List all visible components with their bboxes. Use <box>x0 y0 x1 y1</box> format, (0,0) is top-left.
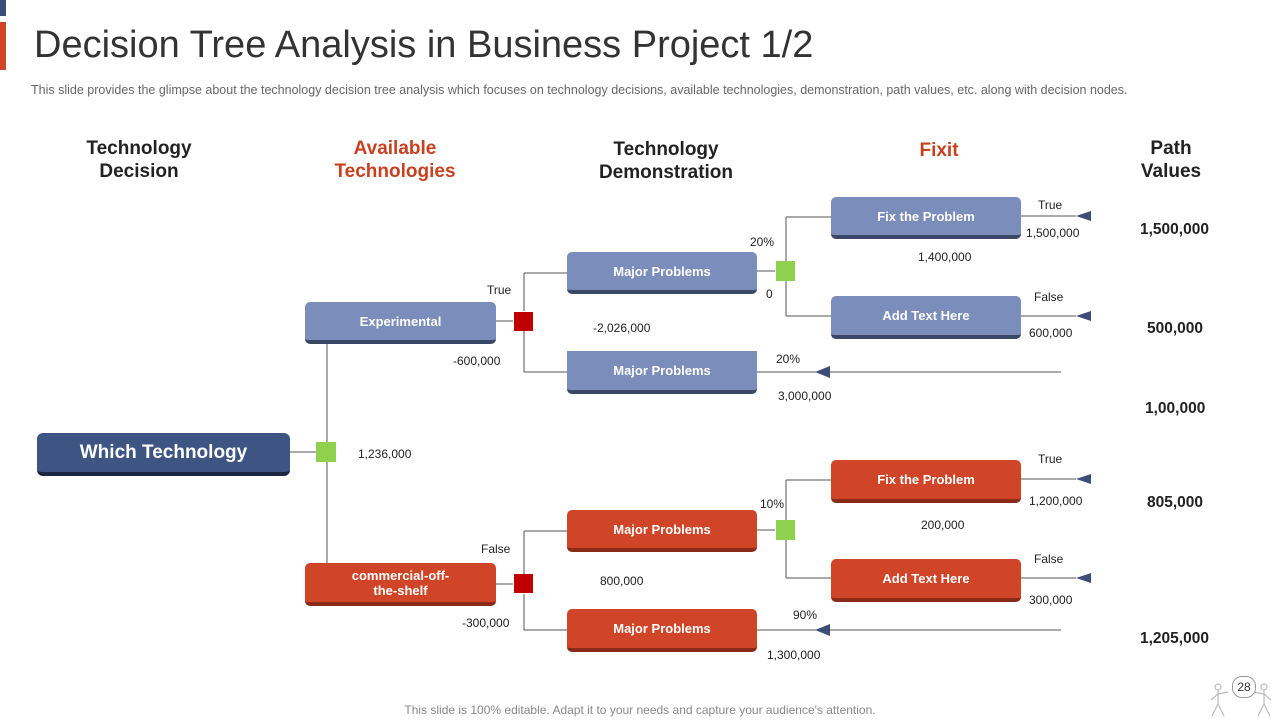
lower-probability-label: 10% <box>760 497 785 511</box>
mp4-value-label: 1,300,000 <box>767 648 821 662</box>
terminal-triangle-6 <box>815 624 830 636</box>
path-value-2: 500,000 <box>1147 320 1204 337</box>
chance-node-root <box>316 442 336 462</box>
major-problems-node-2[interactable]: Major Problems <box>567 351 757 394</box>
mp4-probability-label: 90% <box>793 608 818 622</box>
fix2-true-label: True <box>1038 452 1063 466</box>
add-text-here-node-1[interactable]: Add Text Here <box>831 296 1021 339</box>
experimental-chance-value-label: -2,026,000 <box>593 321 651 335</box>
path-value-1: 1,500,000 <box>1140 221 1209 238</box>
fix2-value-label: 1,200,000 <box>1029 494 1083 508</box>
terminal-triangle-1 <box>1076 211 1091 221</box>
path-value-3: 1,00,000 <box>1145 400 1206 417</box>
upper-zero-label: 0 <box>766 287 773 301</box>
experimental-node[interactable]: Experimental <box>305 302 496 344</box>
header-technology-demonstration: Technology Demonstration <box>598 139 734 183</box>
major-problems-node-4[interactable]: Major Problems <box>567 609 757 652</box>
page-title: Decision Tree Analysis in Business Proje… <box>34 24 814 66</box>
header-fixit: Fixit <box>919 140 959 161</box>
add-text-here-node-2[interactable]: Add Text Here <box>831 559 1021 602</box>
decision-node-experimental <box>514 312 533 331</box>
terminal-triangle-2 <box>1076 311 1091 321</box>
path-value-4: 805,000 <box>1147 494 1204 511</box>
terminal-triangle-3 <box>1076 474 1091 484</box>
footer-note: This slide is 100% editable. Adapt it to… <box>404 703 876 717</box>
terminal-triangle-5 <box>815 366 830 378</box>
people-graphic-icon <box>1210 683 1272 717</box>
major-problems-node-3[interactable]: Major Problems <box>567 510 757 552</box>
commercial-false-label: False <box>481 542 511 556</box>
commercial-chance-value-label: 800,000 <box>600 574 644 588</box>
accent-bar-red <box>0 22 6 70</box>
page-subtitle: This slide provides the glimpse about th… <box>31 83 1128 97</box>
header-technology-decision: Technology Decision <box>86 138 192 182</box>
experimental-value-label: -600,000 <box>453 354 501 368</box>
upper-mid-value-label: 1,400,000 <box>918 250 972 264</box>
commercial-off-the-shelf-node[interactable]: commercial-off- the-shelf <box>305 563 496 606</box>
header-available-technologies: Available Technologies <box>334 138 456 182</box>
fix-the-problem-node-1[interactable]: Fix the Problem <box>831 197 1021 239</box>
add2-false-label: False <box>1034 552 1064 566</box>
chance-node-lower <box>776 520 795 540</box>
which-technology-node[interactable]: Which Technology <box>37 433 290 476</box>
fix-the-problem-node-2[interactable]: Fix the Problem <box>831 460 1021 503</box>
fix1-true-label: True <box>1038 198 1063 212</box>
mp2-probability-label: 20% <box>776 352 801 366</box>
root-value-label: 1,236,000 <box>358 447 412 461</box>
add1-value-label: 600,000 <box>1029 326 1073 340</box>
lower-mid-value-label: 200,000 <box>921 518 965 532</box>
experimental-true-label: True <box>487 283 512 297</box>
decision-node-commercial <box>514 574 533 593</box>
add1-false-label: False <box>1034 290 1064 304</box>
add2-value-label: 300,000 <box>1029 593 1073 607</box>
mp2-value-label: 3,000,000 <box>778 389 832 403</box>
major-problems-node-1[interactable]: Major Problems <box>567 252 757 294</box>
page-number-badge: 28 <box>1232 676 1256 698</box>
chance-node-upper <box>776 261 795 281</box>
terminal-triangle-4 <box>1076 573 1091 583</box>
fix1-value-label: 1,500,000 <box>1026 226 1080 240</box>
path-value-5: 1,205,000 <box>1140 630 1209 647</box>
commercial-value-label: -300,000 <box>462 616 510 630</box>
accent-bar-blue <box>0 0 6 16</box>
header-path-values: Path Values <box>1140 138 1202 182</box>
upper-probability-label: 20% <box>750 235 775 249</box>
